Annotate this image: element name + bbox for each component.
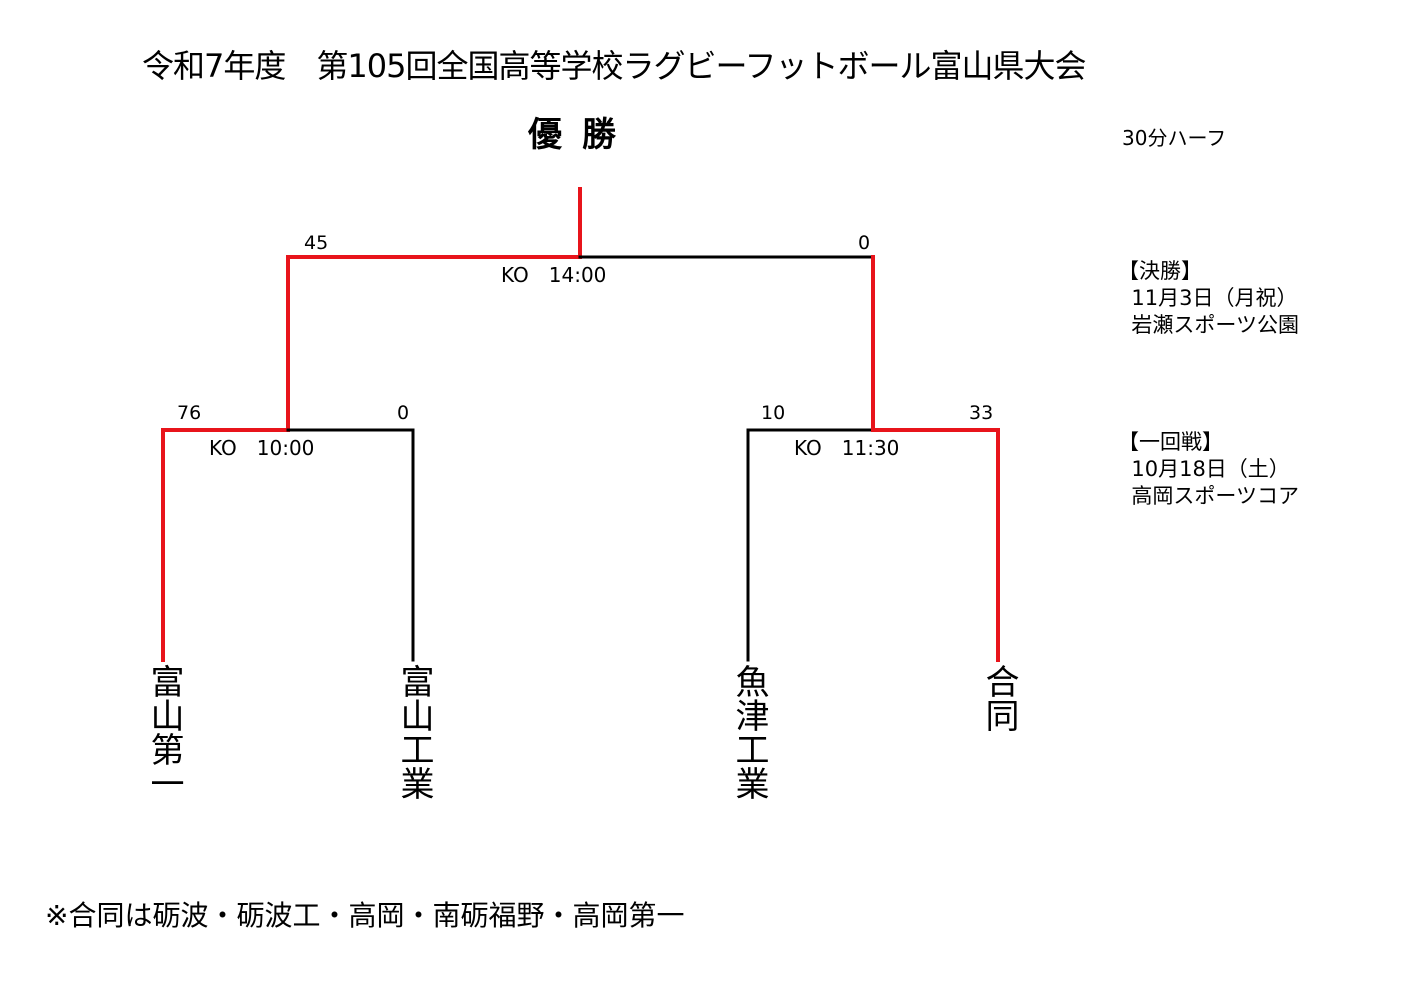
final-right-score: 0	[858, 232, 871, 254]
final-kickoff: KO 14:00	[501, 263, 607, 287]
champion-label: 優勝	[528, 115, 636, 155]
first-round-schedule: 【一回戦】 10月18日（土） 高岡スポーツコア	[1118, 429, 1299, 510]
semi2-kickoff: KO 11:30	[794, 436, 900, 460]
first-round-venue: 高岡スポーツコア	[1131, 484, 1299, 508]
match-format: 30分ハーフ	[1122, 126, 1227, 150]
semi2-left-score: 10	[761, 402, 786, 424]
team-toyama-kogyo: 富山工業	[394, 664, 434, 800]
final-left-score: 45	[304, 232, 329, 254]
page-title: 令和7年度 第105回全国高等学校ラグビーフットボール富山県大会	[142, 47, 1087, 85]
semi1-left-score: 76	[177, 402, 202, 424]
final-label: 【決勝】	[1118, 259, 1202, 283]
semi2-right-score: 33	[969, 402, 994, 424]
footnote: ※合同は砺波・砺波工・高岡・南砺福野・高岡第一	[45, 899, 685, 932]
final-venue: 岩瀬スポーツ公園	[1131, 313, 1299, 337]
first-round-label: 【一回戦】	[1118, 430, 1223, 454]
final-schedule: 【決勝】 11月3日（月祝） 岩瀬スポーツ公園	[1118, 258, 1299, 339]
semi1-right-score: 0	[397, 402, 410, 424]
team-godo: 合同	[979, 664, 1019, 732]
final-date: 11月3日（月祝）	[1131, 286, 1298, 310]
team-uozu-kogyo: 魚津工業	[729, 664, 769, 800]
team-toyama-daiichi: 富山第一	[144, 664, 184, 800]
first-round-date: 10月18日（土）	[1131, 457, 1290, 481]
semi1-kickoff: KO 10:00	[209, 436, 315, 460]
